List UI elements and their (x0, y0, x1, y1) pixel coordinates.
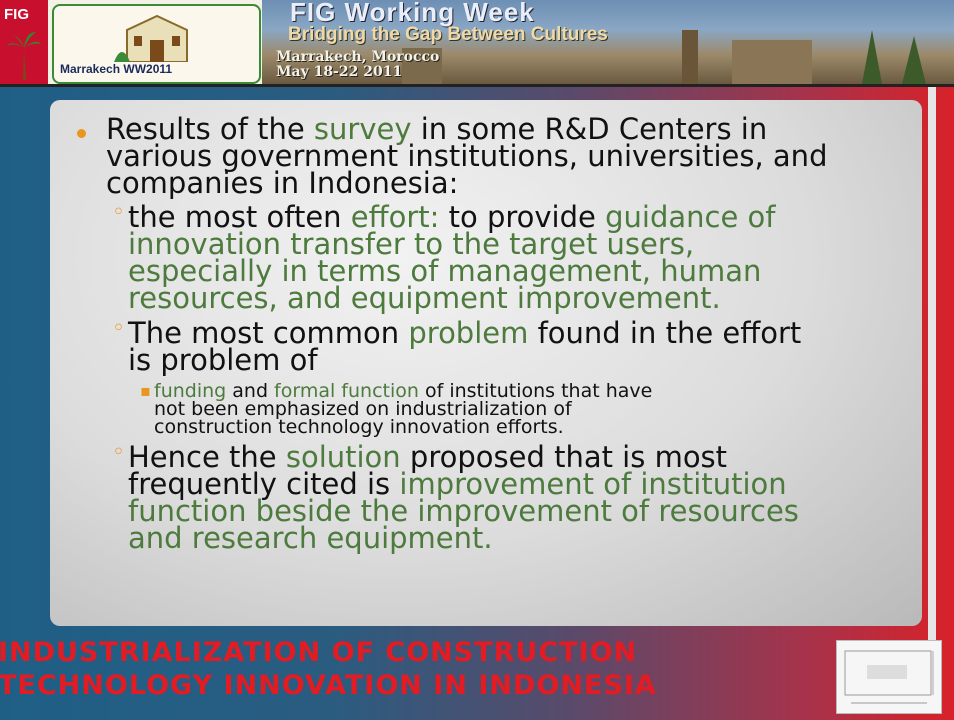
highlight-effort: effort: (350, 200, 440, 234)
text-run: Results of the (106, 112, 314, 146)
highlight-funding: funding (154, 380, 227, 402)
header-banner: FIG Marrakech WW2011 (0, 0, 954, 84)
sub-bullet-3-line-3: function beside the improvement of resou… (128, 494, 799, 528)
sub-sub-bullet-line-2: not been emphasized on industrialization… (154, 398, 572, 420)
sub-sub-bullet-line-1: funding and formal function of instituti… (154, 380, 653, 402)
sub-bullet-2-line-1: The most common problem found in the eff… (128, 319, 801, 348)
text-run: Hence the (128, 440, 286, 474)
text-run: of institutions that have (418, 380, 653, 402)
banner-location: Marrakech, Morocco May 18-22 2011 (276, 50, 439, 80)
fig-logo-text: FIG (4, 6, 29, 23)
ww-logo-label: Marrakech WW2011 (60, 62, 173, 76)
banner-scenery (402, 30, 926, 84)
sub-bullet-1-line-4: resources, and equipment improvement. (128, 281, 721, 315)
sub-sub-bullet-line-3: construction technology innovation effor… (154, 416, 564, 438)
building-icon (114, 14, 188, 62)
bullet-dot (77, 129, 86, 138)
tiny-bullet-marker: ▪ (140, 381, 151, 400)
highlight-formal-function: formal function (274, 380, 419, 402)
highlight-improvement: improvement of institution (399, 467, 787, 501)
highlight-guidance: guidance of (605, 200, 776, 234)
content-panel: Results of the survey in some R&D Center… (50, 100, 922, 626)
sub-bullet-2-line-2: is problem of (128, 343, 318, 377)
fig-logo: FIG (0, 0, 48, 84)
sub-bullet-1-line-2: innovation transfer to the target users, (128, 227, 695, 261)
palm-tree-icon (7, 32, 41, 80)
sub-bullet-3-line-4: and research equipment. (128, 521, 493, 555)
banner-dates: May 18-22 2011 (276, 64, 403, 80)
sub-bullet-marker: ◦ (112, 440, 125, 465)
sub-bullet-marker: ◦ (112, 316, 125, 341)
slide-title-line-2: TECHNOLOGY INNOVATION IN INDONESIA (0, 670, 657, 701)
sub-bullet-3-line-2: frequently cited is improvement of insti… (128, 470, 787, 499)
banner-title: FIG Working Week (290, 0, 535, 27)
header-divider (0, 84, 954, 87)
sub-bullet-1-line-3: especially in terms of management, human (128, 254, 762, 288)
sub-bullet-1-line-1: the most often effort: to provide guidan… (128, 203, 775, 232)
highlight-problem: problem (408, 316, 529, 350)
bullet-1-line-3: companies in Indonesia: (106, 166, 459, 200)
text-run: found in the effort (528, 316, 802, 350)
text-run: proposed that is most (400, 440, 728, 474)
bullet-1-line-1: Results of the survey in some R&D Center… (106, 115, 767, 144)
banner-location-city: Marrakech, Morocco (276, 49, 440, 65)
slide-title: INDUSTRIALIZATION OF CONSTRUCTION TECHNO… (0, 636, 657, 702)
text-run: to provide (439, 200, 606, 234)
text-run: The most common (128, 316, 409, 350)
slide-title-line-1: INDUSTRIALIZATION OF CONSTRUCTION (0, 637, 638, 668)
sub-bullet-3-line-1: Hence the solution proposed that is most (128, 443, 727, 472)
text-run: and (226, 380, 275, 402)
text-run: the most often (128, 200, 351, 234)
text-run: frequently cited is (128, 467, 400, 501)
highlight-solution: solution (285, 440, 401, 474)
diagram-thumbnail (836, 640, 942, 714)
bullet-1-line-2: various government institutions, univers… (106, 139, 828, 173)
banner-subtitle: Bridging the Gap Between Cultures (288, 24, 608, 45)
text-run: in some R&D Centers in (411, 112, 768, 146)
highlight-survey: survey (313, 112, 412, 146)
diagram-thumbnail-drawing (844, 650, 934, 704)
marrakech-ww-logo: Marrakech WW2011 (52, 4, 261, 84)
sub-bullet-marker: ◦ (112, 200, 125, 225)
banner-image: FIG Working Week Bridging the Gap Betwee… (262, 0, 954, 84)
right-edge-bar (928, 87, 936, 647)
